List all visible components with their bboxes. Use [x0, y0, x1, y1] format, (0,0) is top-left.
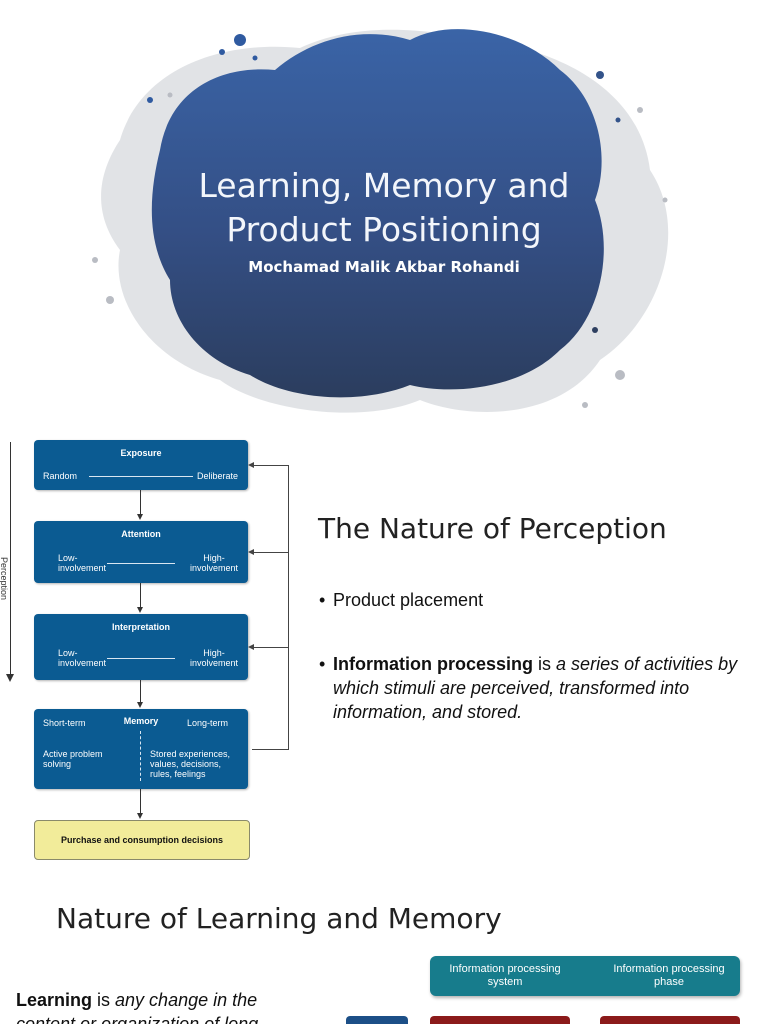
memory-short-term-detail: Active problem solving	[43, 749, 103, 769]
bullet-information-processing: • Information processing is a series of …	[319, 654, 738, 722]
memory-short-term-label: Short-term	[43, 718, 86, 728]
learning-definition: Learning is any change in the content or…	[16, 990, 259, 1024]
exposure-box: Exposure Random Deliberate	[34, 440, 248, 490]
exposure-left-label: Random	[43, 471, 78, 481]
bullet-product-placement: • Product placement	[319, 590, 484, 610]
feedback-arrow-tip	[248, 644, 254, 650]
interpretation-range-line	[107, 658, 175, 659]
memory-title: Memory	[123, 716, 159, 726]
perception-axis-label: Perception	[0, 557, 9, 601]
bullet-icon: •	[319, 590, 326, 610]
flow-arrow-tip	[137, 702, 143, 708]
slide-title: The Nature of Perception	[318, 512, 667, 545]
memory-box: Memory Short-term Long-term Active probl…	[34, 709, 248, 789]
flow-arrow-tip	[137, 607, 143, 613]
interpretation-box: Interpretation Low- involvement High- in…	[34, 614, 248, 680]
exposure-title: Exposure	[120, 448, 162, 458]
memory-long-term-detail: Stored experiences, values, decisions, r…	[150, 749, 231, 779]
attention-range-line	[107, 563, 175, 564]
paint-splash-background	[92, 29, 669, 413]
title-slide: Learning, Memory and Product Positioning…	[0, 0, 768, 432]
interpretation-left-label: Low- involvement	[58, 648, 107, 668]
author-name: Mochamad Malik Akbar Rohandi	[248, 258, 520, 276]
feedback-line	[288, 465, 289, 749]
attention-right-label: High- involvement	[189, 553, 238, 573]
header-phase: Information processing phase	[613, 963, 725, 988]
perception-axis-line	[10, 442, 11, 678]
feedback-branch-attention	[252, 552, 289, 553]
attention-left-label: Low- involvement	[58, 553, 107, 573]
perception-axis-arrow	[6, 674, 14, 682]
flow-arrow	[140, 583, 141, 607]
feedback-arrow-tip	[248, 462, 254, 468]
flow-arrow-tip	[137, 813, 143, 819]
header-system: Information processing system	[449, 963, 561, 988]
flow-arrow	[140, 680, 141, 702]
attention-box: Attention Low- involvement High- involve…	[34, 521, 248, 583]
feedback-branch-interpretation	[252, 647, 289, 648]
bullet-icon: •	[319, 654, 326, 674]
flow-arrow	[140, 789, 141, 813]
memory-divider	[140, 731, 141, 781]
slide-title: Nature of Learning and Memory	[56, 902, 502, 935]
presentation-title: Learning, Memory and Product Positioning	[198, 166, 570, 249]
exposure-right-label: Deliberate	[196, 471, 238, 481]
diagram-box-red	[600, 1016, 740, 1024]
memory-long-term-label: Long-term	[186, 718, 228, 728]
perception-slide: Perception Exposure Random Deliberate At…	[0, 432, 768, 864]
exposure-range-line	[89, 476, 193, 477]
feedback-arrow-tip	[248, 549, 254, 555]
feedback-branch-memory	[252, 749, 289, 750]
attention-title: Attention	[121, 529, 161, 539]
flow-arrow	[140, 490, 141, 514]
diagram-box-navy	[346, 1016, 408, 1024]
processing-header-bar: Information processing system Informatio…	[430, 956, 740, 996]
purchase-decisions-box: Purchase and consumption decisions	[34, 820, 250, 860]
interpretation-right-label: High- involvement	[189, 648, 238, 668]
interpretation-title: Interpretation	[111, 622, 170, 632]
flow-arrow-tip	[137, 514, 143, 520]
learning-memory-slide: Nature of Learning and Memory Learning i…	[0, 864, 768, 1024]
diagram-box-red	[430, 1016, 570, 1024]
feedback-branch-exposure	[252, 465, 289, 466]
